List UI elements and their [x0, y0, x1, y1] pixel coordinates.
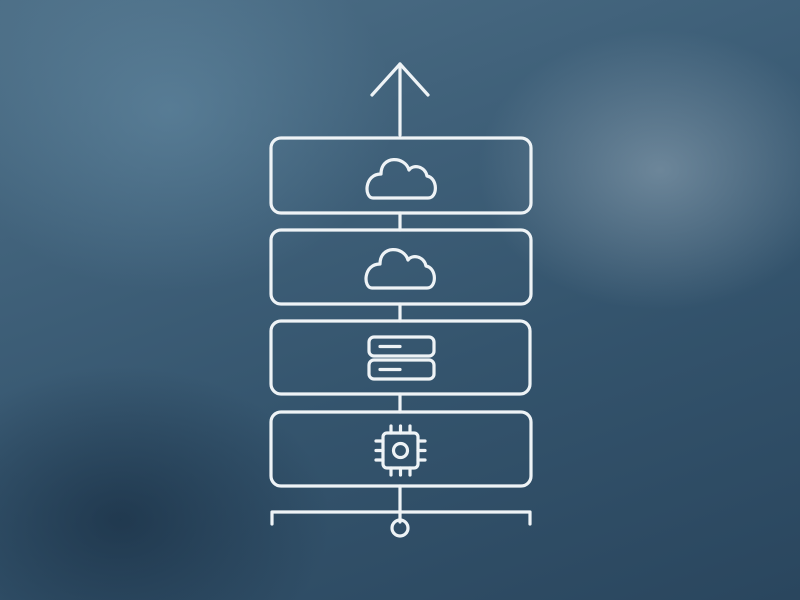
layer-box	[269, 228, 533, 306]
layer-box	[269, 410, 533, 488]
bracket-base-with-node-icon	[270, 510, 532, 538]
cloud-icon	[364, 248, 436, 290]
stack-layer-4	[269, 410, 533, 488]
layer-box	[269, 319, 532, 396]
layer-box	[269, 136, 533, 215]
cpu-chip-icon	[374, 424, 427, 477]
arrow-up-icon	[370, 62, 430, 137]
stack-layer-1	[269, 136, 533, 215]
stack-layer-2	[269, 228, 533, 306]
stack-layer-3	[269, 319, 532, 396]
cloud-icon	[365, 158, 437, 200]
server-icon	[367, 335, 436, 381]
